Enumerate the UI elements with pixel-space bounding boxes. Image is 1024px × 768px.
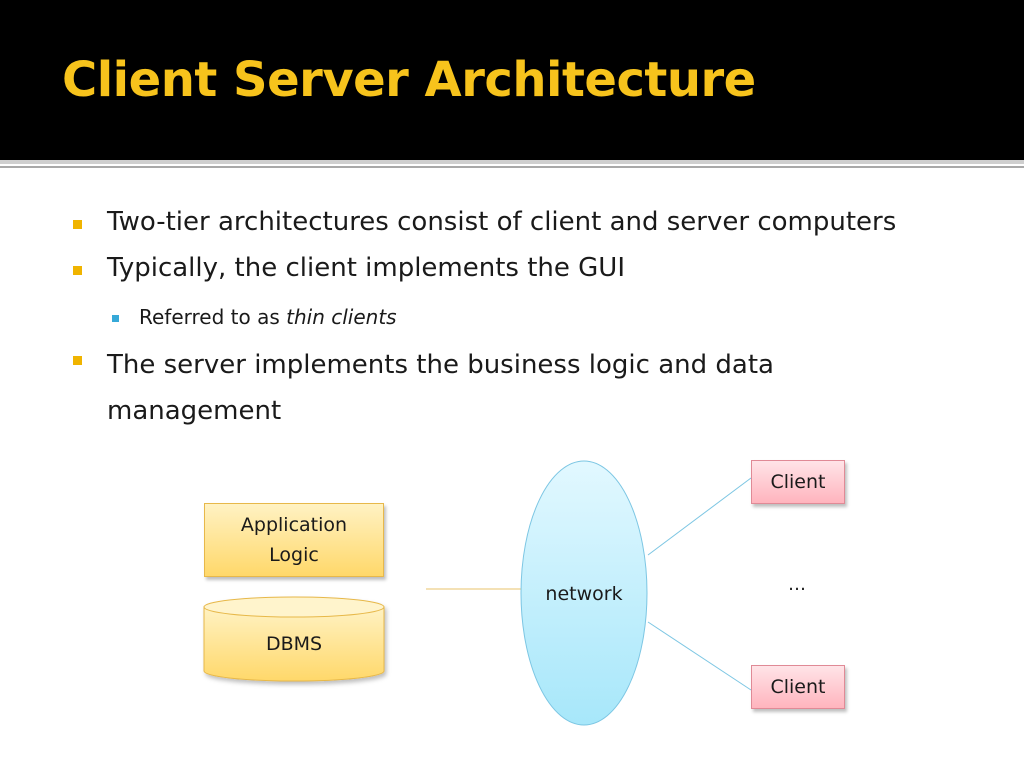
client-box-bottom: Client <box>751 665 845 709</box>
client-box-top: Client <box>751 460 845 504</box>
dbms-label: DBMS <box>266 633 322 655</box>
server-box <box>162 461 426 724</box>
client-label: Client <box>770 676 826 698</box>
clients-ellipsis: … <box>788 574 806 595</box>
app-logic-line1: Application <box>240 514 348 536</box>
sub-bullet-prefix: Referred to as <box>139 305 287 329</box>
bullet-server-logic: The server implements the business logic… <box>107 350 774 426</box>
thin-clients-term: thin clients <box>286 305 397 329</box>
bullet-list: Two-tier architectures consist of client… <box>73 207 897 426</box>
client-label: Client <box>770 471 826 493</box>
sub-bullet-marker <box>112 315 119 322</box>
dbms-cylinder <box>203 596 385 682</box>
title-divider <box>0 160 1024 164</box>
app-logic-line2: Logic <box>269 544 319 566</box>
bullet-marker <box>73 356 82 365</box>
application-logic-box: Application Logic <box>204 503 384 577</box>
title-divider-thin <box>0 166 1024 168</box>
network-client-top-link <box>647 477 752 556</box>
network-ellipse <box>520 460 648 726</box>
title-bar: Client Server Architecture <box>0 0 1024 160</box>
sub-bullet-thin-clients: Referred to as thin clients <box>139 305 397 329</box>
bullet-two-tier: Two-tier architectures consist of client… <box>107 207 897 237</box>
slide-title: Client Server Architecture <box>62 52 756 108</box>
bullet-marker <box>73 266 82 275</box>
bullet-client-gui: Typically, the client implements the GUI <box>107 253 626 283</box>
bullet-marker <box>73 220 82 229</box>
network-label: network <box>545 583 622 605</box>
network-client-bottom-link <box>647 621 752 691</box>
